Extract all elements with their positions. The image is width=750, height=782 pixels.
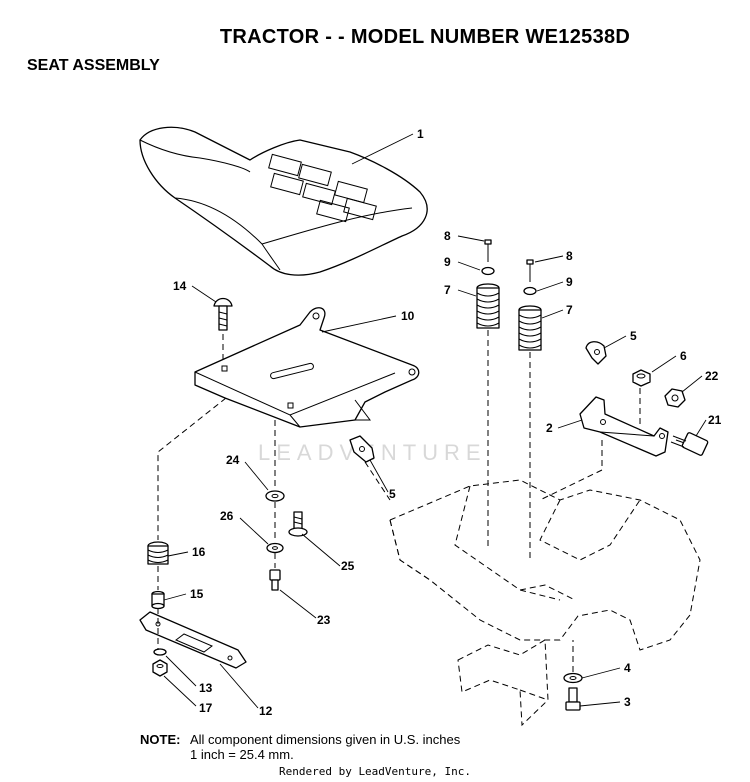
callout-16: 16 [192,545,206,559]
carriage-bolt-part [213,297,233,331]
note-line-2: 1 inch = 25.4 mm. [190,747,294,762]
callout-14: 14 [173,279,187,293]
note-line-1: All component dimensions given in U.S. i… [190,732,461,747]
spacer-part [151,590,165,610]
spring-stack-right-part [518,259,542,351]
callout-5-lower: 5 [389,487,396,501]
washer-4-part [563,672,583,684]
callout-17: 17 [199,701,213,715]
callout-2: 2 [546,421,553,435]
bolt-3-part [565,687,581,711]
bolt-25-part [288,511,308,537]
callout-7-right: 7 [566,303,573,317]
callout-25: 25 [341,559,355,573]
callout-9-right: 9 [566,275,573,289]
bolt-23-part [269,569,281,591]
washer-13-part [153,648,167,656]
seat-pan-part [194,307,420,428]
assembly-centerlines [157,330,641,672]
callout-23: 23 [317,613,331,627]
nut-part [632,369,651,387]
spring-stack-left-part [476,239,500,329]
callout-10: 10 [401,309,415,323]
clip-left-part [349,435,375,463]
bracket-part [579,396,669,457]
callout-24: 24 [226,453,240,467]
nut-17-part [152,659,168,677]
callout-7-left: 7 [444,283,451,297]
footer-credit: Rendered by LeadVenture, Inc. [278,765,472,778]
section-title: SEAT ASSEMBLY [27,57,160,74]
callout-12: 12 [259,704,273,718]
callout-labels: 1 8 9 7 8 9 7 5 6 22 2 21 10 14 24 5 26 … [173,127,722,718]
callout-13: 13 [199,681,213,695]
washer-24-part [265,490,285,502]
seat-part [139,126,428,276]
callout-1: 1 [417,127,424,141]
callout-8-right: 8 [566,249,573,263]
shoulder-bolt-part [670,432,709,456]
callout-3: 3 [624,695,631,709]
callout-6: 6 [680,349,687,363]
washer-26-part [266,542,284,554]
callout-5-upper: 5 [630,329,637,343]
callout-8-left: 8 [444,229,451,243]
callout-4: 4 [624,661,631,675]
callout-22: 22 [705,369,719,383]
pivot-plate-part [139,611,247,669]
callout-15: 15 [190,587,204,601]
clip-right-part [585,341,607,365]
note-label: NOTE: [140,732,181,747]
page-title: TRACTOR - - MODEL NUMBER WE12538D [219,26,631,48]
callout-26: 26 [220,509,234,523]
callout-21: 21 [708,413,722,427]
leader-lines [163,133,707,709]
locknut-part [664,388,686,408]
callout-9-left: 9 [444,255,451,269]
spring-16-part [147,541,169,565]
dimension-note: NOTE: All component dimensions given in U… [140,732,460,762]
tractor-frame-phantom [389,479,701,727]
